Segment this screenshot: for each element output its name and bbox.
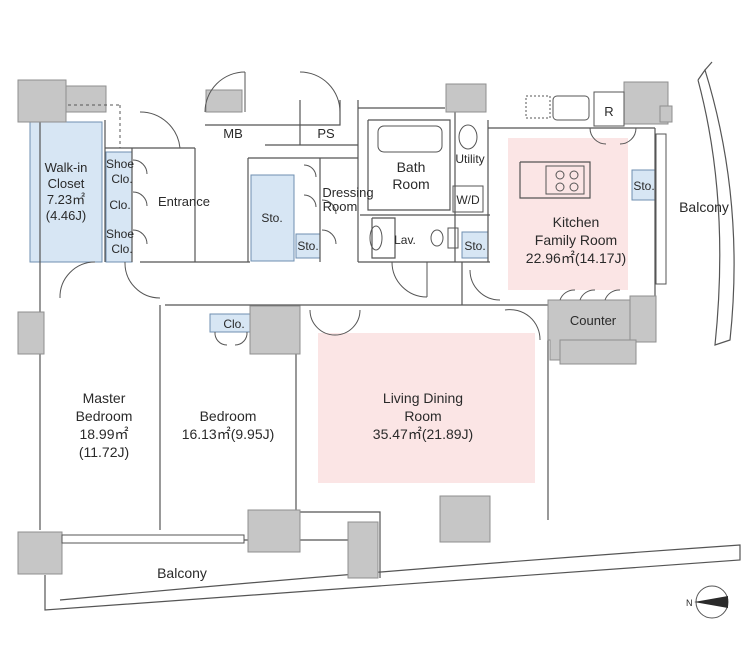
balcony-bottom-label: Balcony (157, 565, 207, 581)
bedroom-area: 16.13㎡(9.95J) (182, 426, 275, 442)
shoe-clo-bottom-2: Clo. (111, 242, 132, 256)
balcony-right-label: Balcony (679, 199, 729, 215)
fixtures (68, 91, 625, 251)
dressing-room-1: Dressing (322, 185, 373, 200)
compass-label: N (686, 598, 693, 608)
master-bedroom-area: 18.99㎡ (79, 426, 128, 442)
bath-room-2: Room (392, 176, 429, 192)
kitchen-highlight (508, 138, 628, 290)
master-bedroom-2: Bedroom (76, 408, 133, 424)
master-bedroom-area-j: (11.72J) (79, 444, 129, 460)
walkin-closet-area: 7.23㎡ (47, 192, 85, 207)
bath-room-1: Bath (397, 159, 426, 175)
living-dining-2: Room (404, 408, 441, 424)
sto-lav-label: Sto. (464, 239, 485, 253)
blue-storage-areas (29, 121, 657, 333)
walkin-closet-label-1: Walk-in (45, 160, 88, 175)
sto-kitchen-label: Sto. (633, 179, 654, 193)
refrigerator-label: R (604, 104, 613, 119)
kitchen-label-1: Kitchen (553, 214, 600, 230)
walkin-closet-label-2: Closet (48, 176, 85, 191)
wd-label: W/D (456, 193, 480, 207)
sto-hall-label: Sto. (261, 211, 282, 225)
living-dining-1: Living Dining (383, 390, 463, 406)
clo-bedroom-label: Clo. (223, 317, 244, 331)
sto-small-label: Sto. (297, 239, 318, 253)
living-dining-area: 35.47㎡(21.89J) (373, 426, 473, 442)
utility-label: Utility (455, 152, 484, 166)
shoe-clo-bottom-1: Shoe (106, 227, 134, 241)
shoe-clo-top-2: Clo. (111, 172, 132, 186)
dressing-room-2: Room (323, 199, 358, 214)
walkin-closet-area-j: (4.46J) (46, 208, 86, 223)
compass-icon: N (686, 585, 729, 619)
door-swings (59, 71, 637, 346)
mb-label: MB (223, 126, 243, 141)
living-highlight (318, 333, 535, 483)
balcony-outlines (44, 61, 741, 611)
ps-label: PS (317, 126, 335, 141)
shoe-clo-top-1: Shoe (106, 157, 134, 171)
entrance-label: Entrance (158, 194, 210, 209)
master-bedroom-1: Master (83, 390, 126, 406)
clo-left: Clo. (109, 198, 130, 212)
kitchen-label-2: Family Room (535, 232, 617, 248)
kitchen-area: 22.96㎡(14.17J) (526, 250, 626, 266)
walls (17, 79, 673, 579)
bedroom-label: Bedroom (200, 408, 257, 424)
windows (61, 133, 667, 544)
counter-label: Counter (570, 313, 617, 328)
lav-label: Lav. (394, 233, 416, 247)
